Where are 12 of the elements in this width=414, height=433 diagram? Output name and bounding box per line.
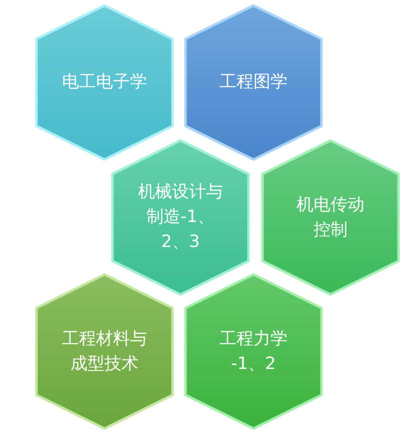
hexagon-tile	[184, 273, 323, 430]
hexagon-tile	[111, 139, 250, 296]
hexagon-label: 机电传动控制	[296, 194, 366, 242]
hexagon-label: 电工电子学	[62, 71, 147, 94]
hexagon-label: 机械设计与制造-1、2、3	[137, 181, 224, 254]
hexagon-label: 工程图学	[220, 71, 288, 94]
hexagon-label: 工程材料与成型技术	[61, 328, 148, 376]
hexagon-tile	[35, 273, 174, 430]
hexagon-tile	[261, 139, 400, 296]
hexagon-tile	[184, 4, 323, 161]
hexagon-tile	[35, 4, 174, 161]
hexagon-label: 工程力学-1、2	[218, 328, 288, 376]
